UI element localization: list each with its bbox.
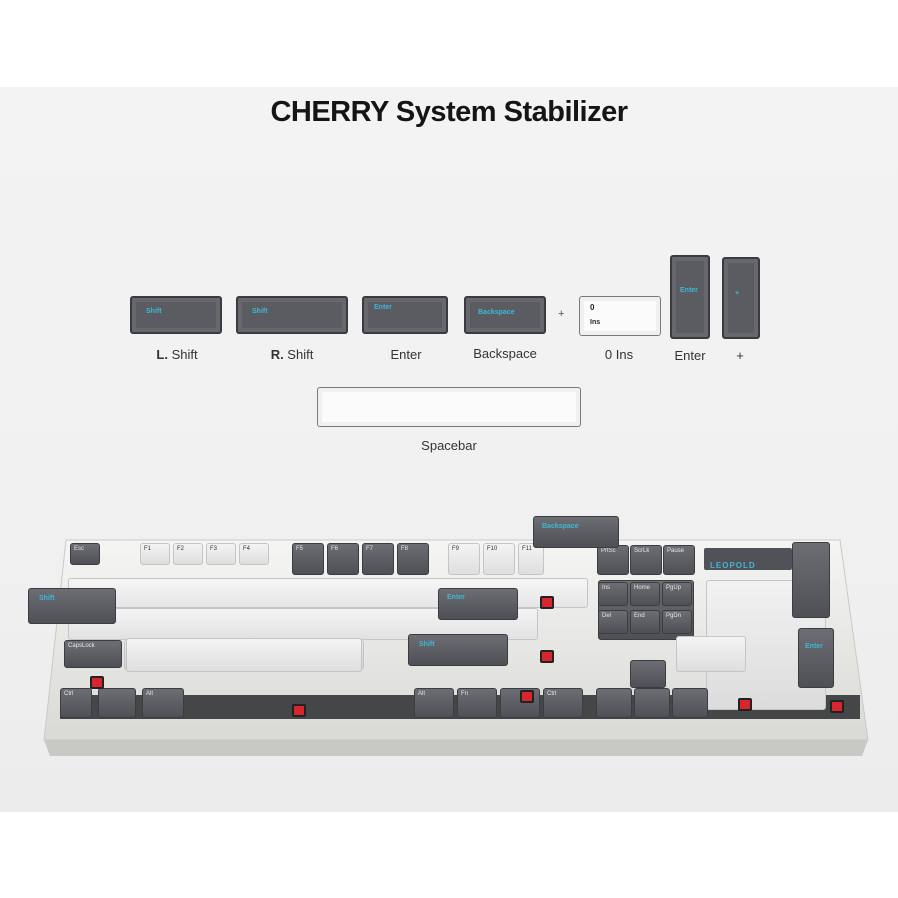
r-shift-keycap: Shift [236, 296, 348, 334]
page-title: CHERRY System Stabilizer [270, 96, 628, 128]
l-shift-keycap: Shift [130, 296, 222, 334]
cherry-switch [540, 650, 554, 663]
lifted-num-plus [792, 542, 830, 618]
lifted-backspace: Backspace [533, 516, 619, 548]
backspace-caption: Backspace [473, 346, 537, 361]
key-end: End [630, 610, 660, 634]
key-f8: F8 [397, 543, 429, 575]
lifted-r-shift-legend: Shift [419, 641, 435, 648]
key-f6: F6 [327, 543, 359, 575]
num-enter-keycap: Enter [670, 255, 710, 339]
key-win [98, 688, 136, 718]
key-f2: F2 [173, 543, 203, 565]
key-capslock: CapsLock [64, 640, 122, 668]
num-enter-caption: Enter [674, 348, 706, 363]
key-left [596, 688, 632, 718]
key-right [672, 688, 708, 718]
key-esc: Esc [70, 543, 100, 565]
key-f3: F3 [206, 543, 236, 565]
key-fn: Fn [457, 688, 497, 718]
brand-logo: LEOPOLD [710, 561, 756, 570]
zero-legend: 0 [590, 303, 595, 312]
cherry-switch [90, 676, 104, 689]
spacebar-keycap [317, 387, 581, 427]
zero-ins-keycap: 0 Ins [579, 296, 661, 336]
num-plus-keycap: + [722, 257, 760, 339]
r-shift-caption: R. Shift [270, 347, 314, 362]
cherry-switch [292, 704, 306, 717]
l-shift-legend: Shift [146, 308, 162, 315]
lifted-l-shift-legend: Shift [39, 595, 55, 602]
key-f4: F4 [239, 543, 269, 565]
cherry-switch [520, 690, 534, 703]
key-ralt: Alt [414, 688, 454, 718]
lifted-enter-legend: Enter [447, 594, 465, 601]
lifted-num-enter-legend: Enter [805, 643, 823, 650]
enter-caption: Enter [390, 347, 422, 362]
zero-ins-caption: 0 Ins [604, 347, 634, 362]
key-f11: F11 [518, 543, 544, 575]
key-f7: F7 [362, 543, 394, 575]
key-pause: Pause [663, 545, 695, 575]
key-f10: F10 [483, 543, 515, 575]
spacebar-caption: Spacebar [421, 438, 477, 453]
l-shift-caption: L. Shift [156, 347, 198, 362]
cherry-switch [738, 698, 752, 711]
key-f5: F5 [292, 543, 324, 575]
key-rctrl: Ctrl [543, 688, 583, 718]
enter-legend: Enter [374, 304, 392, 311]
plus-sign: + [558, 308, 565, 320]
key-f9: F9 [448, 543, 480, 575]
key-home: Home [630, 582, 660, 606]
key-pgdn: PgDn [662, 610, 692, 634]
lifted-enter: Enter [438, 588, 518, 620]
key-ins: Ins [598, 582, 628, 606]
ins-legend: Ins [590, 319, 601, 326]
lifted-backspace-legend: Backspace [542, 523, 579, 530]
lifted-zero-ins [676, 636, 746, 672]
key-pgup: PgUp [662, 582, 692, 606]
num-plus-legend: + [735, 290, 740, 297]
lifted-l-shift: Shift [28, 588, 116, 624]
key-f1: F1 [140, 543, 170, 565]
cherry-switch [540, 596, 554, 609]
lifted-spacebar [126, 638, 362, 672]
cherry-switch [830, 700, 844, 713]
key-up [630, 660, 666, 688]
key-lctrl: Ctrl [60, 688, 92, 718]
key-del: Del [598, 610, 628, 634]
lifted-num-enter: Enter [798, 628, 834, 688]
lifted-r-shift: Shift [408, 634, 508, 666]
num-enter-legend: Enter [680, 287, 698, 294]
backspace-keycap: Backspace [464, 296, 546, 334]
r-shift-legend: Shift [252, 308, 268, 315]
key-scrlk: ScrLk [630, 545, 662, 575]
key-prtsc: PrtSc [597, 545, 629, 575]
enter-keycap: Enter [362, 296, 448, 334]
key-lalt: Alt [142, 688, 184, 718]
key-down [634, 688, 670, 718]
num-plus-caption: + [736, 348, 744, 363]
backspace-legend: Backspace [478, 309, 515, 316]
